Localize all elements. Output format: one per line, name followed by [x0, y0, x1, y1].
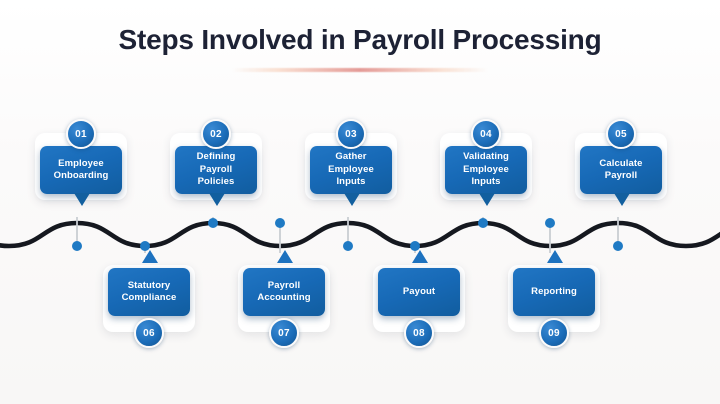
step-number-badge: 08	[404, 318, 434, 348]
wave-node-dot[interactable]	[343, 241, 353, 251]
step-card-01[interactable]: Employee Onboarding 01	[35, 119, 127, 225]
step-card-label: Payout	[402, 285, 436, 297]
step-card-pointer-tail	[614, 193, 630, 206]
step-card-pointer-tail	[344, 193, 360, 206]
step-number-text: 03	[345, 128, 357, 140]
step-card-label: Validating Employee Inputs	[463, 151, 509, 188]
step-card-bubble[interactable]: Calculate Payroll	[580, 146, 662, 194]
step-card-bubble[interactable]: Payroll Accounting	[243, 268, 325, 316]
step-card-08[interactable]: Payout 08	[373, 250, 465, 355]
step-card-pointer-tail	[142, 250, 158, 263]
step-card-bubble[interactable]: Validating Employee Inputs	[445, 146, 527, 194]
step-card-pointer-tail	[479, 193, 495, 206]
step-number-badge: 02	[201, 119, 231, 149]
step-card-02[interactable]: Defining Payroll Policies 02	[170, 119, 262, 225]
step-number-text: 01	[75, 128, 87, 140]
step-card-label: Calculate Payroll	[599, 157, 643, 182]
step-card-bubble[interactable]: Employee Onboarding	[40, 146, 122, 194]
step-number-badge: 03	[336, 119, 366, 149]
step-card-pointer-tail	[547, 250, 563, 263]
step-card-07[interactable]: Payroll Accounting 07	[238, 250, 330, 355]
step-card-pointer-tail	[277, 250, 293, 263]
step-card-03[interactable]: Gather Employee Inputs 03	[305, 119, 397, 225]
title-underline-accent	[232, 68, 488, 72]
step-card-bubble[interactable]: Statutory Compliance	[108, 268, 190, 316]
wave-node-dot[interactable]	[613, 241, 623, 251]
step-number-badge: 01	[66, 119, 96, 149]
step-card-label: Reporting	[531, 285, 577, 297]
step-card-04[interactable]: Validating Employee Inputs 04	[440, 119, 532, 225]
step-number-text: 07	[278, 327, 290, 339]
step-number-text: 09	[548, 327, 560, 339]
page-title: Steps Involved in Payroll Processing	[118, 24, 602, 55]
wave-connector-line	[0, 220, 720, 249]
step-number-badge: 09	[539, 318, 569, 348]
step-card-label: Payroll Accounting	[257, 279, 311, 304]
step-card-label: Statutory Compliance	[121, 279, 177, 304]
step-card-label: Employee Onboarding	[53, 157, 109, 182]
step-number-text: 08	[413, 327, 425, 339]
step-card-pointer-tail	[209, 193, 225, 206]
step-number-badge: 04	[471, 119, 501, 149]
step-number-text: 06	[143, 327, 155, 339]
step-card-bubble[interactable]: Defining Payroll Policies	[175, 146, 257, 194]
step-card-bubble[interactable]: Gather Employee Inputs	[310, 146, 392, 194]
step-card-09[interactable]: Reporting 09	[508, 250, 600, 355]
step-card-06[interactable]: Statutory Compliance 06	[103, 250, 195, 355]
step-number-badge: 07	[269, 318, 299, 348]
step-card-label: Defining Payroll Policies	[196, 151, 236, 188]
step-number-badge: 06	[134, 318, 164, 348]
step-card-bubble[interactable]: Reporting	[513, 268, 595, 316]
step-number-text: 04	[480, 128, 492, 140]
step-number-text: 05	[615, 128, 627, 140]
step-card-05[interactable]: Calculate Payroll 05	[575, 119, 667, 225]
step-card-pointer-tail	[74, 193, 90, 206]
step-card-label: Gather Employee Inputs	[328, 151, 374, 188]
wave-node-dot[interactable]	[72, 241, 82, 251]
step-card-pointer-tail	[412, 250, 428, 263]
step-number-badge: 05	[606, 119, 636, 149]
wave-node-dot[interactable]	[275, 218, 285, 228]
step-number-text: 02	[210, 128, 222, 140]
step-card-bubble[interactable]: Payout	[378, 268, 460, 316]
wave-node-dot[interactable]	[545, 218, 555, 228]
